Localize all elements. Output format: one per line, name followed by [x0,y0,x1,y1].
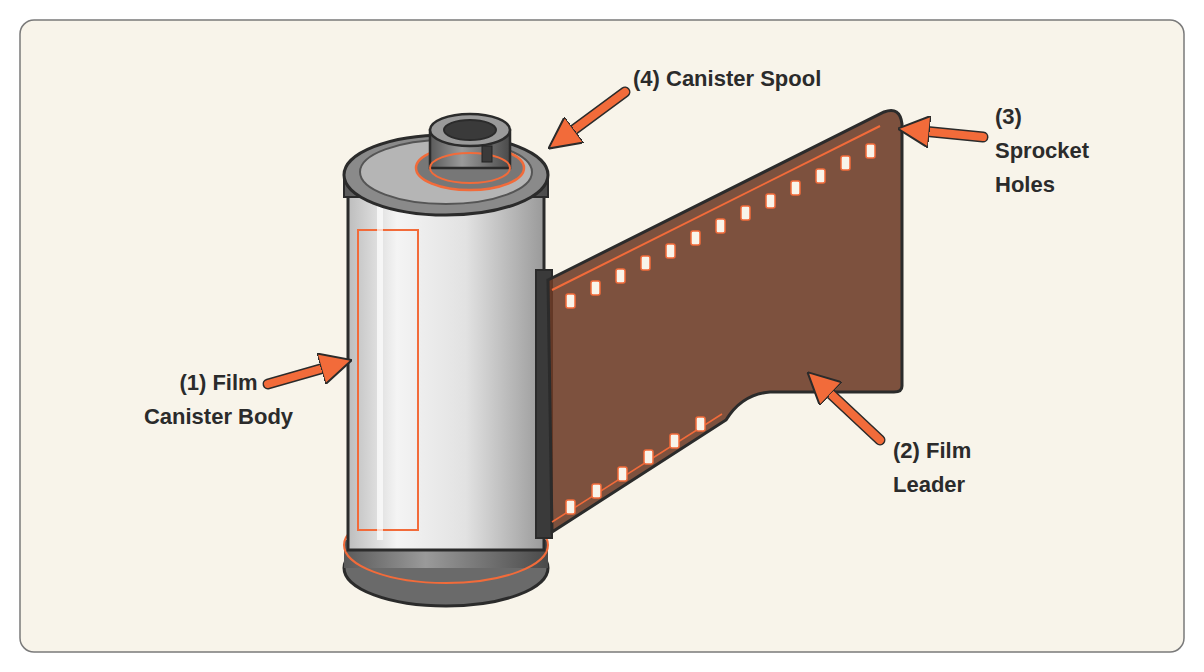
part-label: (3) Sprocket Holes [995,100,1107,202]
part-label: (1) Film Canister Body [136,366,301,434]
part-label: (2) Film Leader [893,434,1013,502]
part-label: (4) Canister Spool [633,62,893,96]
